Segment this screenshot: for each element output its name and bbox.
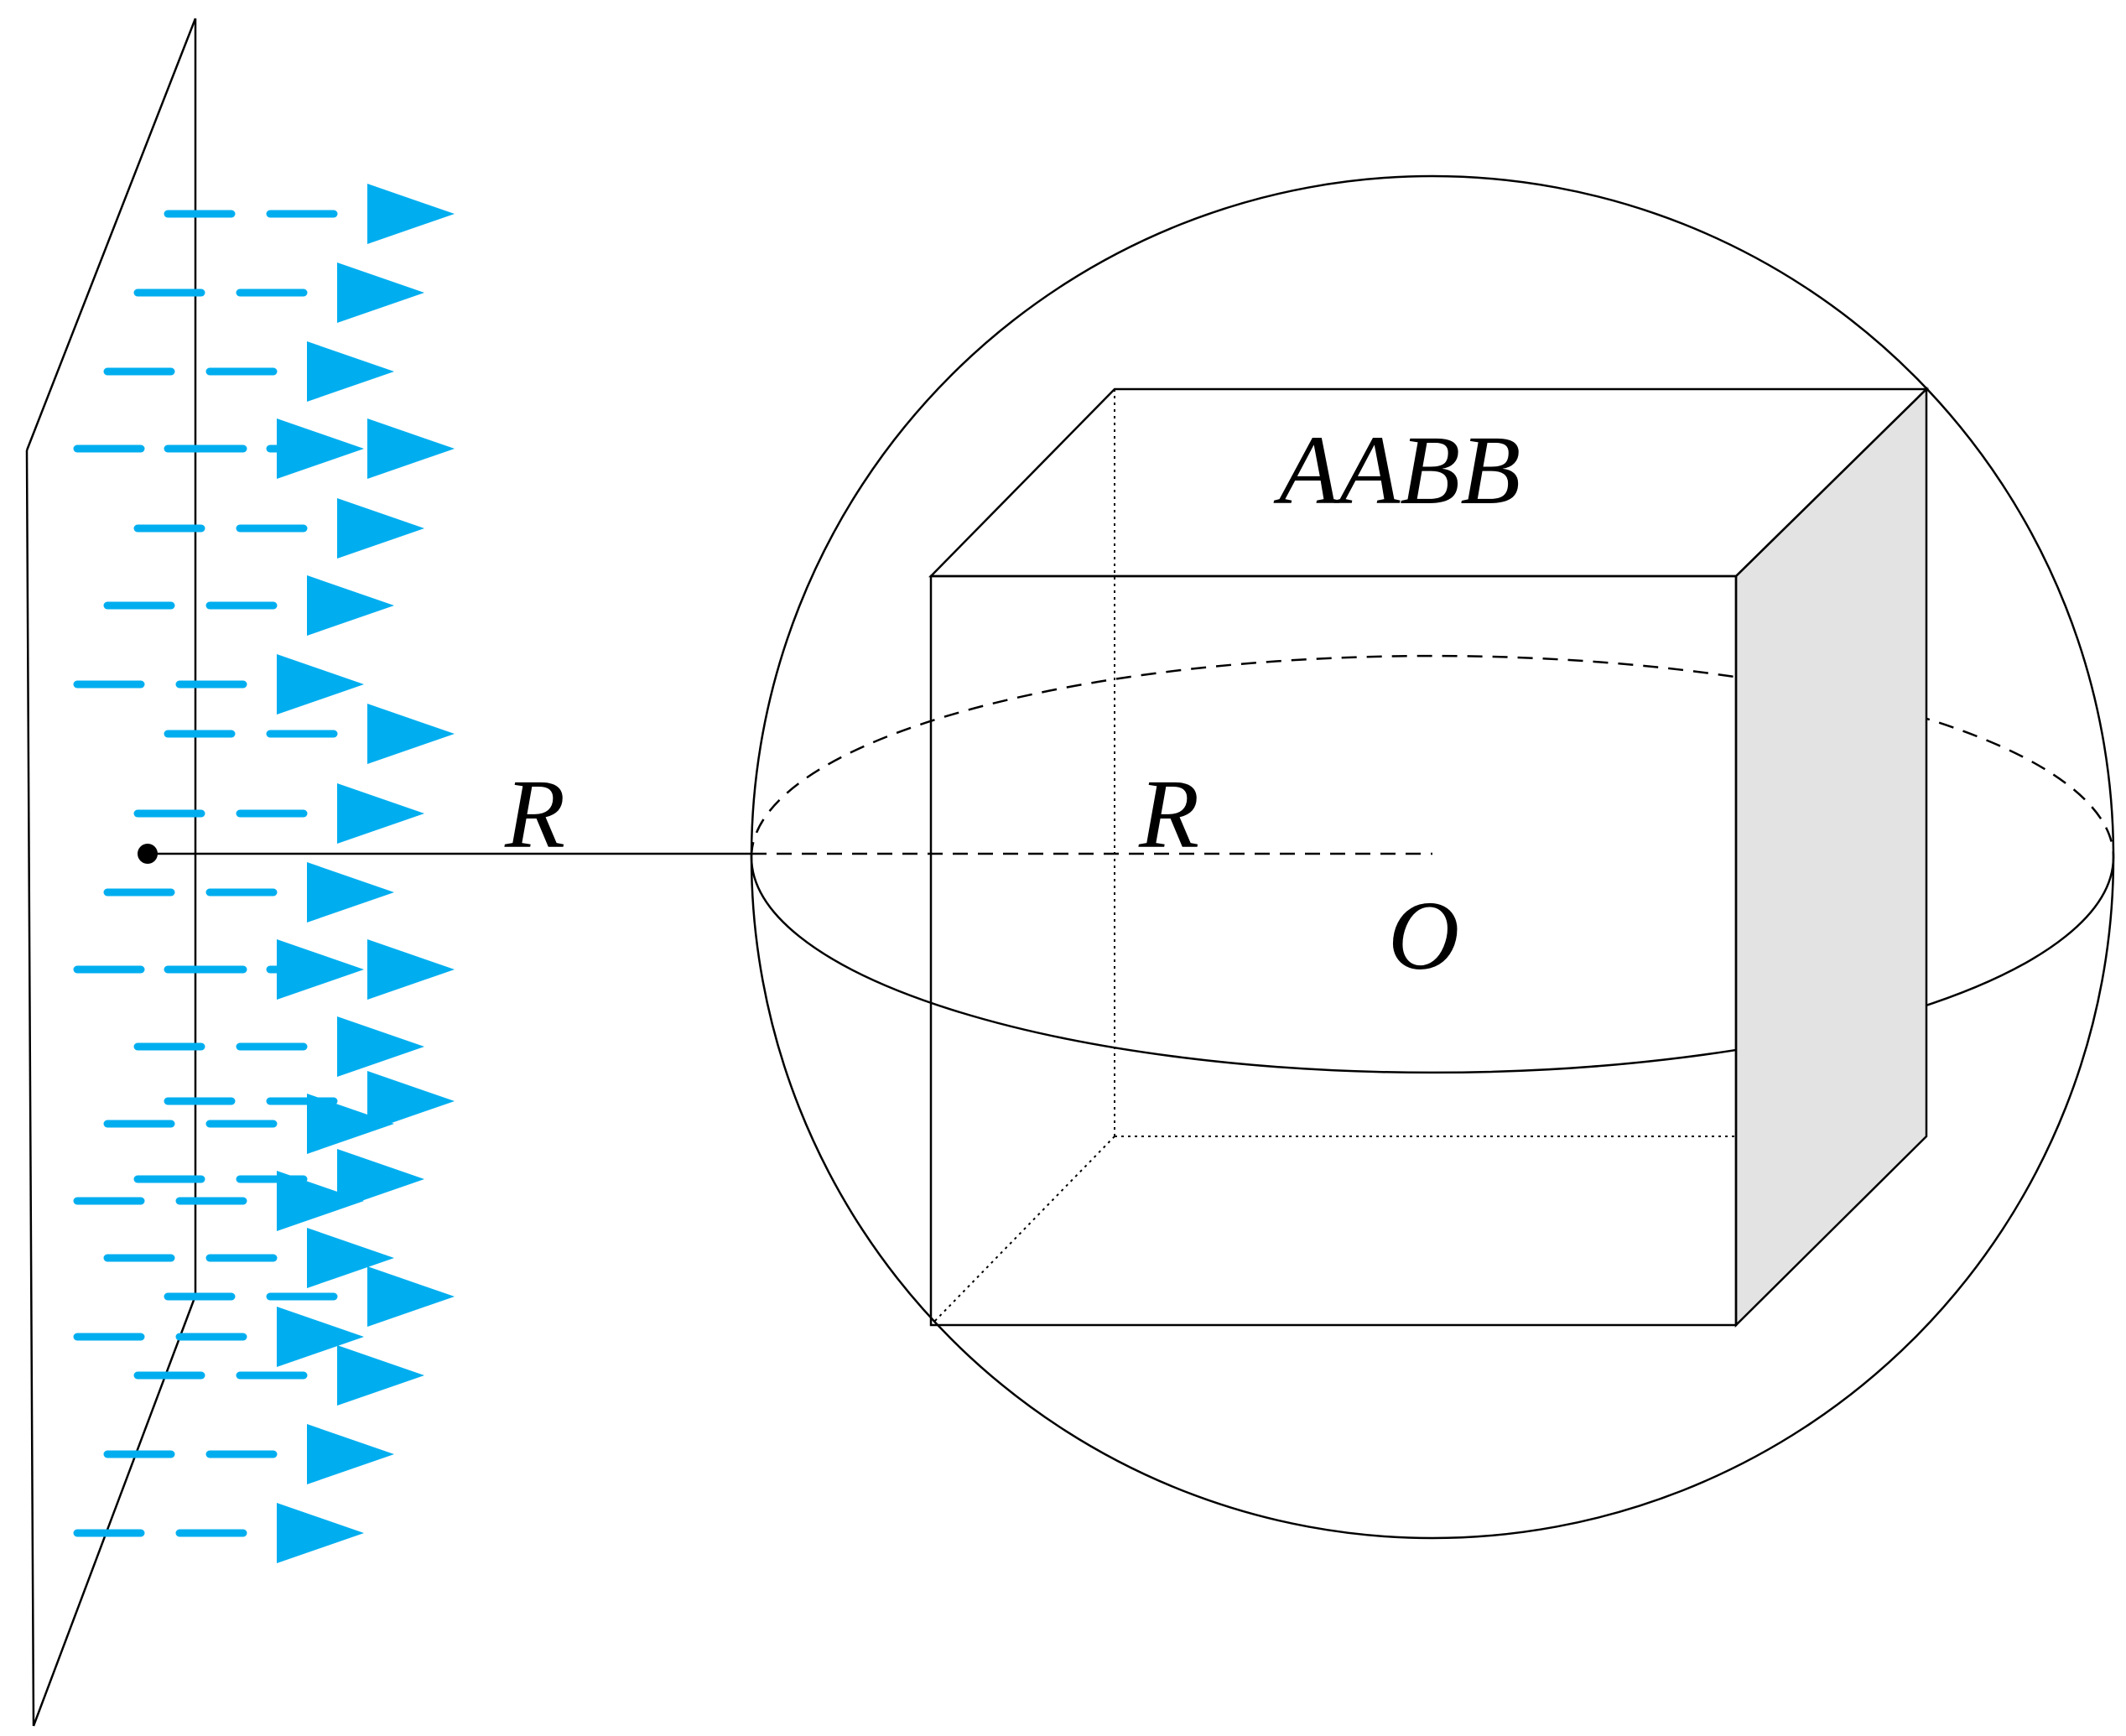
sphere-equator-back: [750, 654, 2115, 858]
triangle-right-icon: [337, 262, 424, 323]
radius-label-right: R: [1138, 759, 1199, 869]
aabb-right-face: [1734, 387, 1928, 1328]
triangle-right-icon: [277, 654, 364, 715]
triangle-right-icon: [367, 1266, 455, 1327]
ray-arrow: [164, 939, 455, 1000]
triangle-right-icon: [337, 1149, 424, 1209]
aabb-box: [928, 387, 1930, 1328]
triangle-right-icon: [337, 498, 424, 559]
center-label: O: [1388, 881, 1459, 990]
ray-arrow: [133, 498, 424, 559]
ray-arrow: [164, 184, 455, 244]
triangle-right-icon: [307, 1424, 394, 1484]
triangle-right-icon: [307, 1094, 394, 1154]
ray-arrow: [133, 262, 424, 323]
triangle-right-icon: [367, 704, 455, 764]
ray-arrow: [164, 1266, 455, 1327]
triangle-right-icon: [307, 1228, 394, 1288]
triangle-right-icon: [307, 341, 394, 402]
ray-arrow: [103, 1094, 394, 1154]
triangle-right-icon: [337, 1016, 424, 1077]
ray-arrow: [103, 1228, 394, 1288]
ray-arrow: [133, 783, 424, 844]
ray-arrow: [103, 341, 394, 402]
ray-arrow: [133, 1016, 424, 1077]
triangle-right-icon: [367, 939, 455, 1000]
triangle-right-icon: [367, 1071, 455, 1131]
ray-arrow: [164, 418, 455, 479]
ray-origin-point: [138, 844, 158, 864]
ray-arrow: [73, 1503, 364, 1563]
triangle-right-icon: [337, 1345, 424, 1406]
ray-arrow: [73, 654, 364, 715]
ray-arrow: [103, 575, 394, 636]
ray-arrow: [73, 1171, 364, 1231]
sphere-equator-front: [750, 856, 2115, 1074]
ray-arrow: [103, 862, 394, 923]
parallel-rays: [73, 184, 455, 1563]
triangle-right-icon: [367, 184, 455, 244]
ray-arrow: [103, 1424, 394, 1484]
triangle-right-icon: [307, 575, 394, 636]
aabb-front-face: [929, 574, 1738, 1327]
radius-label-left: R: [504, 759, 565, 869]
ray-arrow: [133, 1345, 424, 1406]
triangle-right-icon: [277, 1171, 364, 1231]
aabb-label: AABB: [1273, 415, 1520, 525]
triangle-right-icon: [367, 418, 455, 479]
triangle-right-icon: [307, 862, 394, 923]
ray-arrow: [73, 1307, 364, 1367]
ray-arrow: [164, 704, 455, 764]
triangle-right-icon: [337, 783, 424, 844]
ray-source-plane: [25, 18, 197, 1727]
triangle-right-icon: [277, 1307, 364, 1367]
triangle-right-icon: [277, 1503, 364, 1563]
